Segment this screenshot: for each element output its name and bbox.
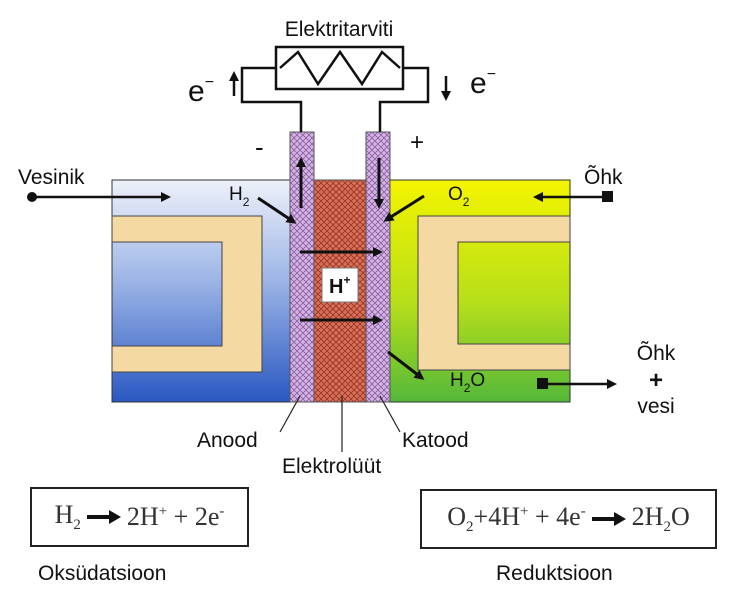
oxidation-equation: H2 2H+ + 2e- [30,487,249,547]
h2o-label: H2O [450,370,485,395]
reduction-caption: Reduktsioon [496,562,613,585]
load-label: Elektritarviti [285,18,394,41]
h2-label: H2 [229,184,250,209]
cathode-label: Katood [402,429,469,452]
plus-terminal-label: + [410,129,424,156]
h-plus-box [321,267,359,303]
water-formation-arrow [387,350,425,380]
reaction-arrow-icon [591,512,626,526]
cathode-flow-plate [417,215,571,371]
o2-label: O2 [448,184,470,209]
air-inlet-square [602,191,613,202]
electrolyte-label: Elektrolüüt [282,455,381,478]
reaction-arrow-icon [86,510,121,524]
air-outlet-plus: + [649,367,663,394]
anode-label: Anood [197,429,258,452]
air-chamber [389,179,571,403]
reduction-rhs: 2H2O [631,501,690,536]
hydrogen-chamber [111,179,291,403]
h-plus-label: H+ [329,273,350,298]
oxidation-rhs: 2H+ + 2e- [126,502,225,531]
reduction-equation: O2+4H+ + 4e- 2H2O [420,489,717,549]
air-outlet-label: Õhk [637,341,676,365]
air-inlet-label: Õhk [584,165,623,189]
hydrogen-inlet-label: Vesinik [18,166,85,189]
h2-diffusion-arrow [257,196,297,224]
water-outlet-label: vesi [637,395,674,418]
reduction-lhs: O2+4H+ + 4e- [447,501,586,536]
oxidation-lhs: H2 [54,499,81,534]
o2-diffusion-arrow [383,194,425,222]
leader-lines [279,395,401,452]
electron-right-label: e− [470,66,496,100]
minus-terminal-label: - [255,132,264,162]
oxidation-caption: Oksüdatsioon [38,562,167,585]
load-resistor-icon [274,45,405,91]
external-circuit [240,66,430,132]
anode-flow-plate [111,215,263,373]
electron-left-label: e− [188,74,214,108]
